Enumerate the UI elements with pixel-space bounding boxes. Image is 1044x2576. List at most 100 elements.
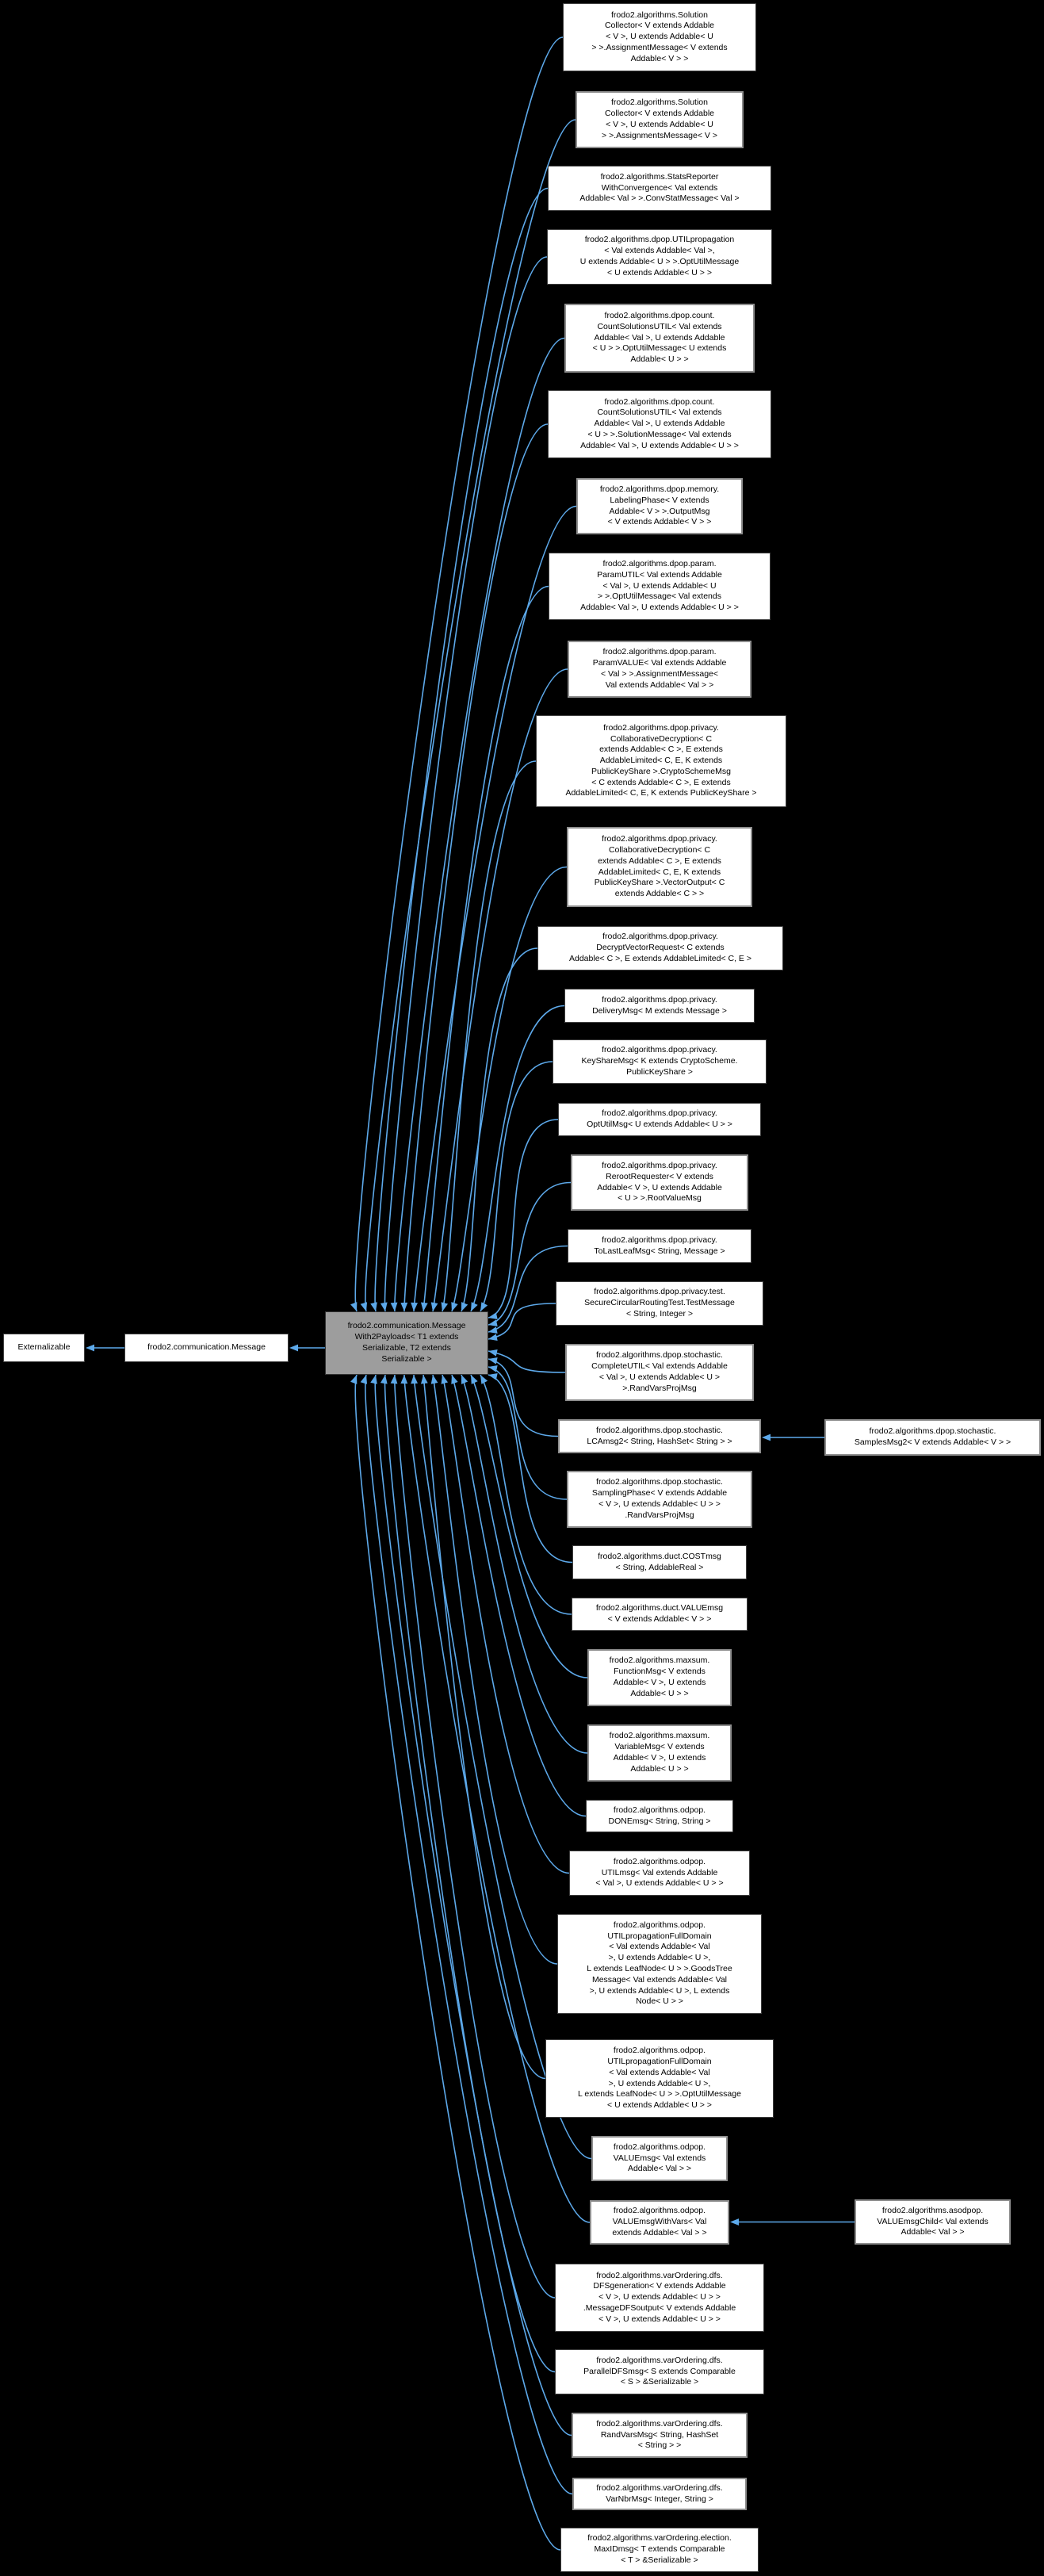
arrowhead-icon bbox=[400, 1302, 408, 1311]
subclass-node[interactable]: frodo2.algorithms.duct.COSTmsg < String,… bbox=[572, 1545, 747, 1579]
subclass-node[interactable]: frodo2.algorithms.dpop.privacy.test. Sec… bbox=[556, 1281, 763, 1326]
base-node-message[interactable]: frodo2.communication.Message bbox=[124, 1334, 289, 1362]
subclass-node[interactable]: frodo2.algorithms.varOrdering.dfs. VarNb… bbox=[572, 2478, 747, 2510]
subclass-node[interactable]: frodo2.algorithms.odpop. VALUEmsg< Val e… bbox=[591, 2136, 728, 2181]
arrowhead-icon bbox=[289, 1344, 298, 1352]
subclass-node[interactable]: frodo2.algorithms.maxsum. FunctionMsg< V… bbox=[587, 1649, 732, 1706]
arrowhead-icon bbox=[441, 1302, 449, 1311]
arrowhead-icon bbox=[762, 1433, 771, 1441]
arrowhead-icon bbox=[380, 1302, 388, 1311]
inheritance-edge bbox=[423, 585, 549, 1312]
arrowhead-icon bbox=[451, 1375, 458, 1384]
arrowhead-icon bbox=[370, 1375, 377, 1384]
inheritance-edge bbox=[413, 505, 577, 1312]
subclass-node[interactable]: frodo2.algorithms.dpop.privacy. KeyShare… bbox=[553, 1039, 767, 1084]
inheritance-edge bbox=[384, 1374, 556, 2373]
inheritance-edge bbox=[423, 1374, 546, 2080]
subclass-node[interactable]: frodo2.algorithms.dpop.count. CountSolut… bbox=[548, 390, 771, 458]
arrowhead-icon bbox=[488, 1319, 498, 1326]
subclass-node[interactable]: frodo2.algorithms.dpop.memory. LabelingP… bbox=[576, 478, 743, 534]
subclass-node[interactable]: frodo2.algorithms.dpop.stochastic. Sampl… bbox=[567, 1471, 752, 1528]
subclass-node[interactable]: frodo2.algorithms.dpop.stochastic. LCAms… bbox=[558, 1419, 761, 1453]
subclass-node[interactable]: frodo2.algorithms.duct.VALUEmsg < V exte… bbox=[572, 1598, 748, 1631]
arrowhead-icon bbox=[471, 1302, 478, 1311]
inheritance-edge bbox=[488, 1303, 556, 1340]
arrowhead-icon bbox=[480, 1375, 488, 1384]
inheritance-edge bbox=[394, 337, 565, 1312]
subclass-node[interactable]: frodo2.algorithms.dpop.privacy. Delivery… bbox=[564, 989, 755, 1023]
arrowhead-icon bbox=[411, 1302, 418, 1311]
arrowhead-icon bbox=[488, 1312, 498, 1319]
subclass-node[interactable]: frodo2.algorithms.odpop. VALUEmsgWithVar… bbox=[590, 2200, 729, 2245]
inheritance-edge bbox=[488, 1366, 568, 1500]
subclass-node[interactable]: frodo2.algorithms.StatsReporter WithConv… bbox=[548, 166, 771, 211]
subclass-node[interactable]: frodo2.algorithms.dpop.param. ParamVALUE… bbox=[568, 641, 751, 698]
subclass-node[interactable]: frodo2.algorithms.odpop. UTILmsg< Val ex… bbox=[569, 1851, 750, 1896]
arrowhead-icon bbox=[390, 1375, 398, 1384]
base-node-externalizable[interactable]: Externalizable bbox=[3, 1334, 85, 1362]
arrowhead-icon bbox=[461, 1375, 468, 1384]
inheritance-edge bbox=[480, 1061, 553, 1312]
inheritance-edge bbox=[480, 1374, 572, 1615]
external-subclass-node[interactable]: frodo2.algorithms.dpop.stochastic. Sampl… bbox=[824, 1419, 1041, 1456]
subclass-node[interactable]: frodo2.algorithms.dpop.privacy. Collabor… bbox=[567, 827, 752, 907]
subclass-node[interactable]: frodo2.algorithms.odpop. UTILpropagation… bbox=[557, 1914, 762, 2014]
arrowhead-icon bbox=[370, 1302, 377, 1311]
subclass-node[interactable]: frodo2.algorithms.dpop.privacy. Collabor… bbox=[536, 715, 786, 807]
subclass-node[interactable]: frodo2.algorithms.varOrdering.dfs. RandV… bbox=[572, 2413, 748, 2458]
external-subclass-node[interactable]: frodo2.algorithms.asodpop. VALUEmsgChild… bbox=[855, 2199, 1011, 2245]
arrowhead-icon bbox=[488, 1365, 498, 1372]
inheritance-edge bbox=[354, 36, 564, 1312]
arrowhead-icon bbox=[441, 1375, 449, 1384]
subclass-node[interactable]: frodo2.algorithms.varOrdering.dfs. DFSge… bbox=[555, 2264, 764, 2332]
arrowhead-icon bbox=[360, 1375, 368, 1384]
subclass-node[interactable]: frodo2.algorithms.dpop.count. CountSolut… bbox=[564, 304, 755, 373]
subclass-node[interactable]: frodo2.algorithms.dpop.privacy. DecryptV… bbox=[537, 926, 783, 970]
inheritance-edge bbox=[488, 1374, 573, 1564]
subclass-node[interactable]: frodo2.algorithms.varOrdering.dfs. Paral… bbox=[555, 2349, 764, 2394]
arrowhead-icon bbox=[360, 1302, 368, 1311]
inheritance-edge bbox=[432, 1374, 558, 1965]
subclass-node[interactable]: frodo2.algorithms.varOrdering.election. … bbox=[560, 2528, 759, 2572]
arrowhead-icon bbox=[430, 1302, 438, 1311]
subclass-node[interactable]: frodo2.algorithms.Solution Collector< V … bbox=[576, 91, 744, 148]
inheritance-edge bbox=[354, 1374, 561, 2551]
subclass-node[interactable]: frodo2.algorithms.Solution Collector< V … bbox=[563, 3, 756, 71]
inheritance-edge bbox=[365, 1374, 573, 2495]
subclass-node[interactable]: frodo2.algorithms.maxsum. VariableMsg< V… bbox=[587, 1724, 732, 1782]
inheritance-edge bbox=[403, 423, 549, 1312]
subclass-node[interactable]: frodo2.algorithms.dpop.privacy. RerootRe… bbox=[571, 1154, 748, 1211]
inheritance-edge bbox=[374, 187, 549, 1312]
arrowhead-icon bbox=[430, 1375, 438, 1384]
inheritance-edge bbox=[384, 256, 548, 1312]
subclass-node[interactable]: frodo2.algorithms.dpop.stochastic. Compl… bbox=[565, 1344, 754, 1401]
arrowhead-icon bbox=[411, 1375, 418, 1384]
arrowhead-icon bbox=[86, 1344, 94, 1352]
inheritance-edge bbox=[470, 1005, 565, 1312]
subclass-node[interactable]: frodo2.algorithms.dpop.param. ParamUTIL<… bbox=[549, 553, 771, 620]
arrowhead-icon bbox=[488, 1373, 498, 1380]
arrowhead-icon bbox=[488, 1334, 498, 1341]
arrowhead-icon bbox=[420, 1375, 428, 1384]
arrowhead-icon bbox=[400, 1375, 408, 1384]
arrowhead-icon bbox=[488, 1326, 498, 1334]
subclass-node[interactable]: frodo2.algorithms.dpop.UTILpropagation <… bbox=[547, 229, 772, 285]
subclass-node[interactable]: frodo2.algorithms.odpop. DONEmsg< String… bbox=[586, 1800, 733, 1832]
arrowhead-icon bbox=[461, 1302, 468, 1311]
arrowhead-icon bbox=[390, 1302, 398, 1311]
inheritance-edge bbox=[442, 760, 537, 1312]
subclass-node[interactable]: frodo2.algorithms.dpop.privacy. OptUtilM… bbox=[558, 1103, 761, 1136]
arrowhead-icon bbox=[488, 1349, 498, 1357]
arrowhead-icon bbox=[480, 1302, 488, 1311]
arrowhead-icon bbox=[488, 1357, 498, 1365]
subclass-node[interactable]: frodo2.algorithms.odpop. UTILpropagation… bbox=[545, 2039, 774, 2118]
arrowhead-icon bbox=[350, 1375, 358, 1384]
hub-node-messagewith2payloads[interactable]: frodo2.communication.Message With2Payloa… bbox=[325, 1311, 488, 1375]
arrowhead-icon bbox=[420, 1302, 428, 1311]
inheritance-edge bbox=[461, 947, 538, 1312]
subclass-node[interactable]: frodo2.algorithms.dpop.privacy. ToLastLe… bbox=[568, 1229, 751, 1263]
arrowhead-icon bbox=[350, 1302, 358, 1311]
inheritance-edge bbox=[488, 1350, 566, 1373]
arrowhead-icon bbox=[730, 2218, 739, 2226]
